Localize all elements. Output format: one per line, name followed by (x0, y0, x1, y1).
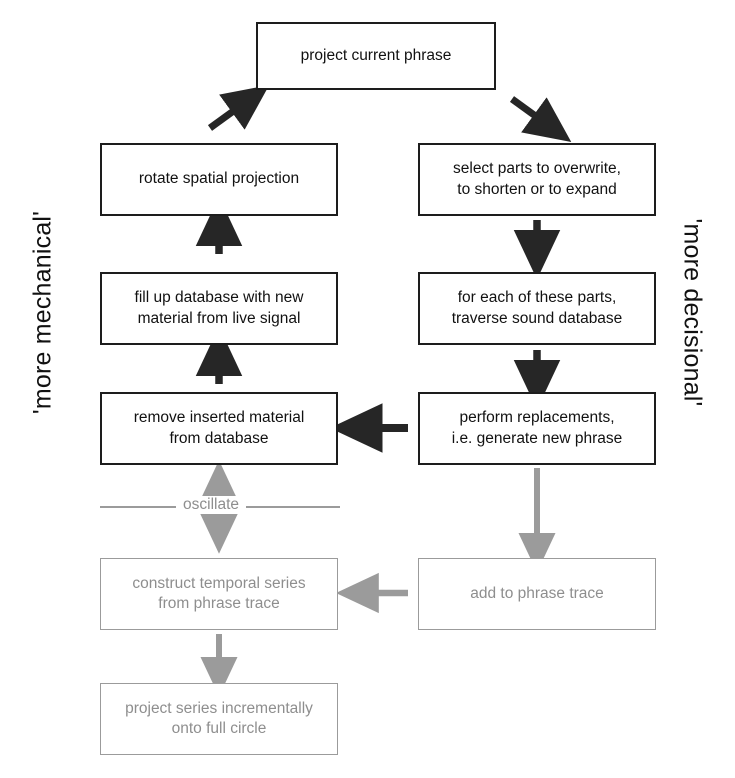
node-construct-temporal-series[interactable]: construct temporal series from phrase tr… (100, 558, 338, 630)
node-project-series[interactable]: project series incrementally onto full c… (100, 683, 338, 755)
node-perform-replacements[interactable]: perform replacements, i.e. generate new … (418, 392, 656, 465)
arrow-rotate-to-project (207, 85, 270, 131)
axis-label-more-mechanical: 'more mechanical' (28, 210, 57, 415)
node-fill-up-database[interactable]: fill up database with new material from … (100, 272, 338, 345)
axis-label-more-decisional: 'more decisional' (678, 218, 707, 407)
node-remove-inserted-material[interactable]: remove inserted material from database (100, 392, 338, 465)
node-select-parts[interactable]: select parts to overwrite, to shorten or… (418, 143, 656, 216)
node-add-to-phrase-trace[interactable]: add to phrase trace (418, 558, 656, 630)
node-project-current-phrase[interactable]: project current phrase (256, 22, 496, 90)
oscillate-label: oscillate (176, 496, 246, 514)
node-rotate-spatial-projection[interactable]: rotate spatial projection (100, 143, 338, 216)
arrow-project-to-select (509, 96, 572, 142)
node-traverse-sound-database[interactable]: for each of these parts, traverse sound … (418, 272, 656, 345)
